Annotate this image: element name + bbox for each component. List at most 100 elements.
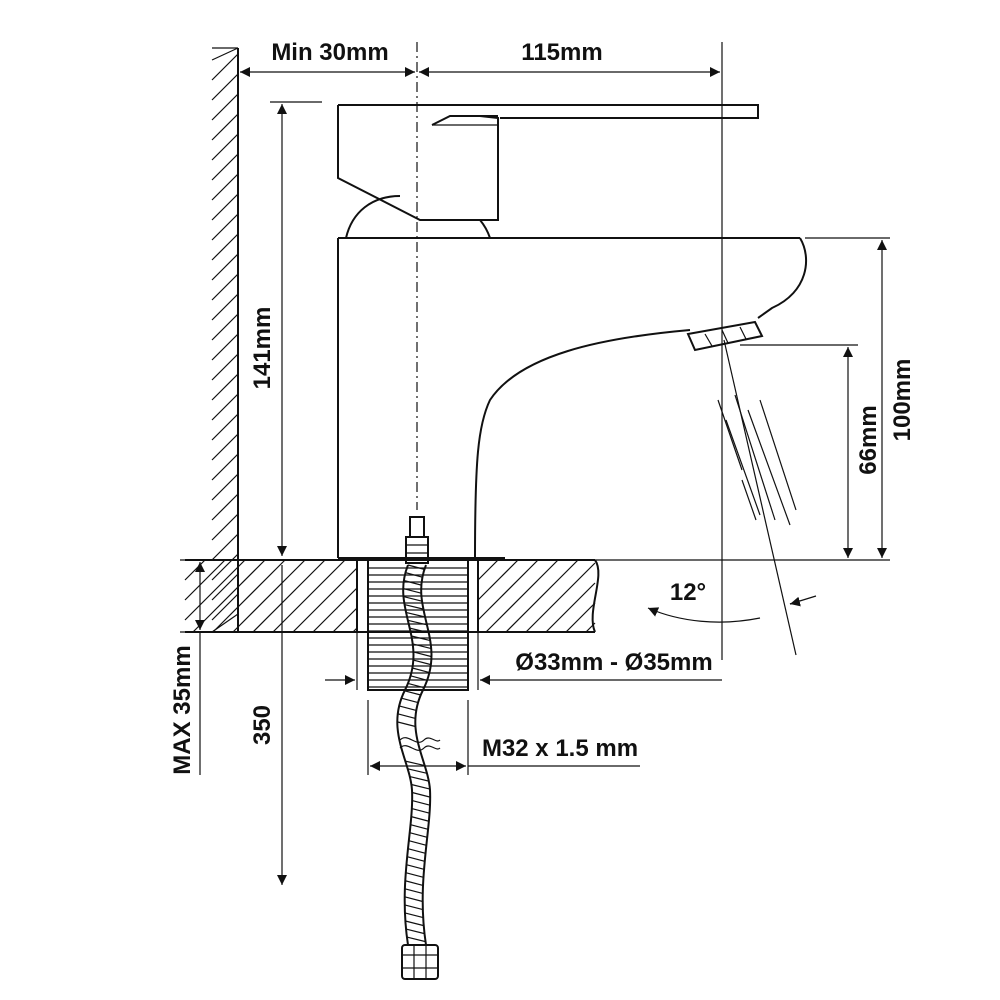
hatch-line bbox=[211, 433, 239, 461]
hatch-line bbox=[184, 559, 206, 581]
hatch-line bbox=[410, 675, 428, 681]
hatch-line bbox=[410, 824, 429, 830]
mounting-nut bbox=[367, 559, 469, 691]
hatch-line bbox=[211, 413, 239, 441]
hatch-line bbox=[211, 553, 239, 581]
hatch-line bbox=[409, 832, 428, 838]
water-spray bbox=[717, 339, 797, 656]
deck-section bbox=[184, 559, 600, 633]
hatch-line bbox=[405, 872, 424, 878]
hatch-line bbox=[411, 791, 431, 798]
hatch-line bbox=[408, 840, 427, 846]
hatch-line bbox=[252, 559, 326, 633]
hatch-line bbox=[411, 783, 431, 790]
hatch-line bbox=[211, 513, 239, 541]
hatch-line bbox=[405, 572, 423, 578]
hatch-line bbox=[405, 920, 424, 927]
hatch-line bbox=[211, 253, 239, 281]
hatch-line bbox=[211, 47, 239, 61]
hatch-line bbox=[398, 705, 417, 712]
hatch-line bbox=[406, 856, 425, 862]
label-aerator-height: 66mm bbox=[855, 405, 882, 474]
hatch-line bbox=[401, 697, 419, 704]
hatch-line bbox=[565, 602, 596, 633]
hatch-line bbox=[397, 721, 416, 728]
hatch-line bbox=[211, 133, 239, 161]
hatch-line bbox=[211, 533, 239, 561]
hatch-line bbox=[405, 611, 426, 618]
hatch-line bbox=[409, 776, 429, 782]
hatch-line bbox=[211, 193, 239, 221]
hatch-line bbox=[403, 579, 422, 586]
hatch-line bbox=[406, 864, 425, 870]
hatch-line bbox=[211, 213, 239, 241]
hatch-line bbox=[184, 559, 246, 621]
hatch-line bbox=[585, 622, 596, 633]
hatch-line bbox=[211, 313, 239, 341]
hatch-line bbox=[184, 559, 226, 601]
hatch-line bbox=[211, 113, 239, 141]
hatch-line bbox=[409, 627, 429, 634]
label-spout-height: 100mm bbox=[889, 359, 916, 442]
dimension-lines bbox=[180, 42, 890, 885]
hatch-line bbox=[404, 912, 424, 919]
hatch-line bbox=[211, 93, 239, 121]
hatch-line bbox=[211, 333, 239, 361]
label-wall-clearance: Min 30mm bbox=[271, 39, 388, 66]
hatch-line bbox=[404, 904, 423, 911]
hatch-line bbox=[407, 848, 426, 854]
hatch-line bbox=[312, 587, 358, 633]
hatch-line bbox=[212, 559, 286, 633]
hatch-line bbox=[272, 559, 346, 633]
hatch-line bbox=[411, 635, 431, 642]
faucet-body bbox=[337, 237, 808, 559]
hatch-line bbox=[406, 936, 426, 943]
hatch-line bbox=[211, 293, 239, 321]
hatch-line bbox=[477, 559, 539, 621]
hatch-line bbox=[404, 603, 424, 610]
hatch-line bbox=[292, 567, 358, 633]
hatch-line bbox=[211, 593, 239, 621]
hatch-line bbox=[211, 273, 239, 301]
hatch-line bbox=[404, 690, 421, 696]
hatch-line bbox=[211, 573, 239, 601]
hatch-line bbox=[505, 559, 579, 633]
label-spray-angle: 12° bbox=[670, 579, 706, 606]
hatch-line bbox=[211, 453, 239, 481]
hatch-line bbox=[407, 619, 428, 626]
hatch-line bbox=[211, 233, 239, 261]
hatch-line bbox=[403, 595, 423, 602]
hatch-line bbox=[211, 493, 239, 521]
hatch-line bbox=[525, 562, 596, 633]
hatch-line bbox=[403, 587, 422, 594]
hatch-line bbox=[404, 896, 423, 903]
wall bbox=[211, 47, 239, 633]
hatch-line bbox=[192, 559, 266, 633]
hatch-line bbox=[411, 808, 430, 814]
hatch-line bbox=[411, 799, 431, 806]
hatch-line bbox=[407, 564, 425, 570]
hatch-line bbox=[211, 473, 239, 501]
hatch-line bbox=[211, 373, 239, 401]
hatch-line bbox=[211, 53, 239, 81]
hatch-line bbox=[411, 816, 430, 822]
hatch-line bbox=[211, 393, 239, 421]
dimension-labels: Min 30mm 115mm 141mm 100mm 66mm 12° Ø33m… bbox=[169, 39, 916, 775]
label-hole-diameter: Ø33mm - Ø35mm bbox=[515, 649, 712, 676]
hatch-line bbox=[404, 888, 423, 895]
hatch-line bbox=[477, 559, 499, 581]
hatch-line bbox=[211, 153, 239, 181]
hatch-line bbox=[545, 582, 596, 633]
flexible-hose bbox=[396, 516, 441, 980]
hatch-line bbox=[413, 659, 432, 666]
hatch-line bbox=[412, 643, 432, 650]
hatch-line bbox=[412, 667, 430, 674]
faucet-handle bbox=[337, 104, 759, 239]
hatch-line bbox=[407, 682, 425, 689]
hatch-line bbox=[405, 760, 425, 767]
hatch-line bbox=[211, 173, 239, 201]
hatch-line bbox=[232, 559, 306, 633]
hatch-line bbox=[332, 607, 358, 633]
hatch-line bbox=[477, 559, 519, 601]
